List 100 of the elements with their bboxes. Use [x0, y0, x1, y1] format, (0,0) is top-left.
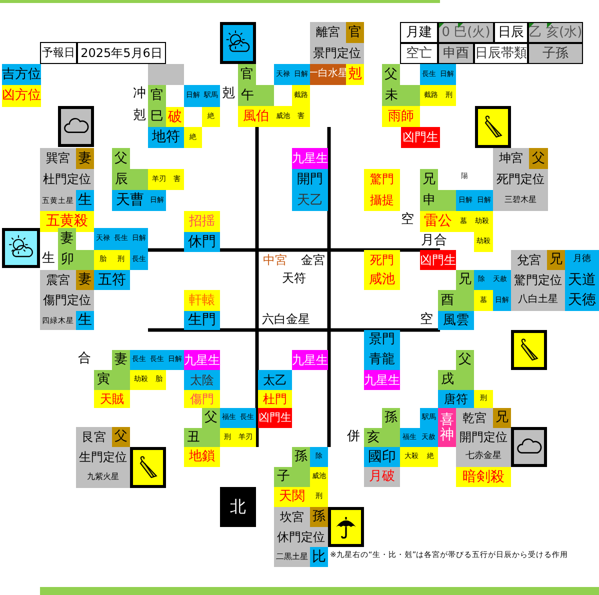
- grid-cell: 生: [76, 311, 94, 330]
- grid-cell: 杜門定位: [40, 169, 94, 190]
- grid-cell: 兄: [420, 169, 438, 190]
- grid-cell: 兄: [547, 250, 565, 270]
- grid-cell: 國印: [364, 447, 400, 467]
- grid-cell: 三碧木星: [493, 190, 548, 211]
- grid-cell: 地符: [148, 127, 184, 148]
- grid-cell: 妻: [76, 270, 94, 290]
- grid-cell: 吉方位: [2, 64, 41, 85]
- grid-cell: [148, 169, 184, 190]
- grid-cell: 九星生: [364, 370, 400, 390]
- grid-cell: 傷門: [184, 390, 220, 408]
- grid-cell: 開門: [292, 169, 328, 190]
- grid-cell: 官: [148, 85, 166, 107]
- grid-cell: 驚門: [364, 169, 400, 190]
- grid-cell: 八白土星: [511, 290, 565, 311]
- label-text: 剋: [222, 87, 235, 102]
- label-text: 併: [347, 430, 360, 444]
- grid-cell: 父: [382, 64, 400, 85]
- grid-cell: 天曹: [112, 190, 148, 211]
- grid-cell: 孫: [292, 447, 310, 467]
- grid-cell: 戌: [438, 370, 474, 390]
- table-cell: 日辰: [494, 22, 528, 43]
- label-text: 空: [420, 313, 433, 328]
- grid-cell: 孫: [382, 408, 400, 428]
- grid-cell: [400, 447, 438, 467]
- grid-cell: 妻: [112, 350, 130, 370]
- grid-cell: 官: [238, 64, 256, 85]
- grid-cell: [220, 428, 256, 447]
- grid-cell: 杜門: [258, 390, 292, 408]
- grid-cell: 月破: [364, 467, 400, 487]
- table-cell: 予報日: [40, 42, 77, 64]
- grid-cell: 天関: [274, 487, 310, 507]
- grid-cell: 官: [346, 22, 364, 43]
- grid-cell: 子: [274, 467, 310, 487]
- grid-cell: 風雲: [438, 311, 474, 330]
- grid-cell: 傷門定位: [40, 290, 94, 311]
- grid-cell: 北: [220, 487, 256, 527]
- grid-cell: 喜神: [438, 408, 456, 447]
- grid-cell: 唐符: [438, 390, 474, 408]
- grid-cell: 巳: [148, 107, 166, 127]
- grid-cell: 兄: [493, 408, 511, 428]
- grid-cell: 破: [166, 107, 184, 127]
- grid-cell: 風伯: [238, 106, 274, 127]
- grid-cell: 雨師: [382, 106, 420, 127]
- grid-cell: 軒轅: [184, 290, 220, 311]
- grid-cell: 酉: [438, 290, 474, 311]
- grid-cell: 父: [202, 408, 220, 428]
- grid-cell: 九星生: [292, 148, 328, 169]
- grid-cell: 孫: [310, 507, 328, 527]
- grid-cell: 凶門生: [420, 250, 456, 270]
- grid-cell: 父: [456, 350, 474, 370]
- label-text: 冲: [133, 87, 146, 102]
- label-text: 月合: [421, 234, 447, 248]
- table-cell: 申酉: [438, 43, 474, 64]
- grid-cell: 離宮: [310, 22, 346, 43]
- grid-cell: 咸池: [364, 270, 400, 290]
- grid-cell: 死門: [364, 250, 400, 270]
- grid-cell: 凶門生: [401, 127, 440, 148]
- grid-cell: 暗剣殺: [456, 467, 511, 487]
- grid-cell: 休門: [184, 232, 220, 252]
- table-cell: 0 巳(火): [438, 22, 494, 43]
- grid-cell: 太陰: [184, 370, 220, 390]
- table-cell: 月建: [400, 22, 438, 43]
- grid-cell: 二黒土星: [274, 547, 310, 567]
- grid-cell: 青龍: [364, 350, 400, 370]
- grid-cell: 兄: [456, 270, 474, 290]
- grid-cell: 兌宮: [511, 250, 547, 270]
- grid-cell: 景門定位: [310, 43, 364, 64]
- label-text: 空: [401, 213, 414, 228]
- grid-cell: 坎宮: [274, 507, 310, 527]
- grid-cell: 天賊: [94, 390, 130, 408]
- grid-cell: 七赤金星: [456, 447, 511, 467]
- grid-cell: 休門定位: [274, 527, 328, 547]
- grid-cell: [220, 408, 256, 428]
- grid-cell: 亥: [364, 428, 400, 447]
- label-text: 中宮: [263, 254, 287, 268]
- grid-cell: 坤宮: [493, 148, 529, 169]
- table-cell: 子孫: [528, 43, 583, 64]
- grid-cell: 九紫火星: [76, 467, 130, 488]
- grid-cell: 五符: [94, 270, 130, 290]
- label-text: 合: [78, 352, 91, 366]
- grid-cell: 妻: [58, 228, 76, 250]
- grid-cell: [94, 228, 148, 250]
- grid-cell: 天乙: [292, 190, 328, 211]
- label-text: 生: [42, 252, 55, 266]
- grid-cell: 午: [238, 85, 274, 106]
- grid-cell: 乾宮: [456, 408, 493, 428]
- grid-cell: 妻: [76, 148, 94, 169]
- grid-cell: 驚門定位: [511, 270, 565, 290]
- grid-cell: 申: [420, 190, 456, 211]
- grid-cell: 父: [529, 148, 548, 169]
- grid-cell: 九星生: [292, 350, 328, 370]
- grid-cell: 九星生: [184, 350, 220, 370]
- grid-cell: [184, 85, 220, 107]
- grid-cell: 父: [112, 427, 130, 447]
- grid-cell: [420, 64, 456, 85]
- grid-cell: 死門定位: [493, 169, 548, 190]
- grid-cell: 生門定位: [76, 447, 130, 467]
- label-text: 金宮: [301, 254, 325, 268]
